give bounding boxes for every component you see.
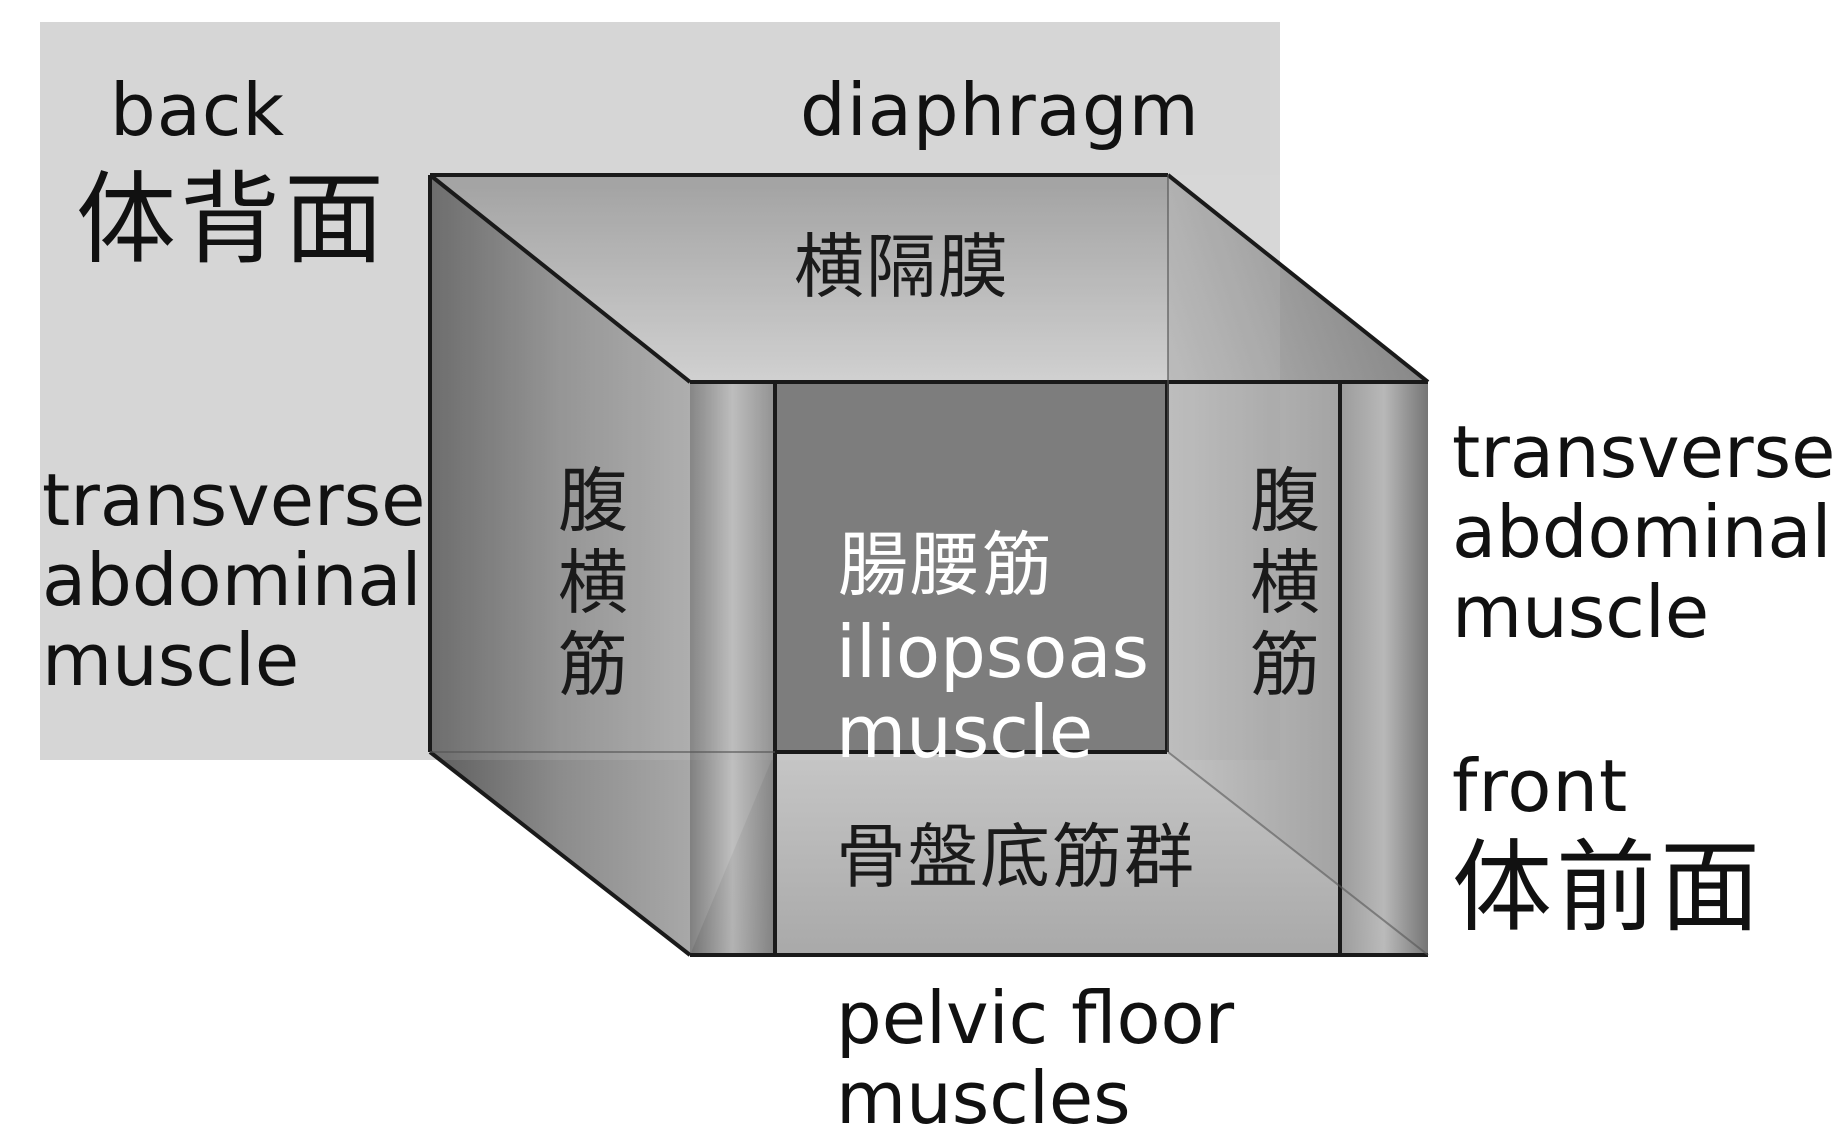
- left-transverse-line-3: muscle: [42, 618, 300, 702]
- front-label-jp: 体前面: [1452, 829, 1764, 946]
- diaphragm-label: diaphragm: [800, 68, 1200, 152]
- box-hidden-edges: [430, 175, 1429, 956]
- left-transverse-jp-2: 横: [558, 542, 628, 624]
- left-transverse-line-1: transverse: [42, 458, 426, 542]
- back-plane-overlay: [430, 175, 1280, 760]
- left-transverse-jp-1: 腹: [558, 460, 628, 542]
- right-transverse-line-3: muscle: [1452, 570, 1710, 654]
- right-transverse-jp-3: 筋: [1250, 624, 1320, 706]
- iliopsoas-label: iliopsoas muscle: [836, 612, 1149, 772]
- right-transverse-jp-2: 横: [1250, 542, 1320, 624]
- box-left-face: [430, 175, 690, 955]
- iliopsoas-line-2: muscle: [836, 690, 1094, 774]
- back-label-jp: 体背面: [76, 161, 388, 278]
- pelvic-floor-label-jp: 骨盤底筋群: [836, 816, 1196, 898]
- right-transverse-label-jp: 腹 横 筋: [1245, 460, 1325, 706]
- right-transverse-label: transverse abdominal muscle: [1452, 412, 1835, 652]
- right-transverse-jp-1: 腹: [1250, 460, 1320, 542]
- left-transverse-label: transverse abdominal muscle: [42, 460, 425, 700]
- front-right-strip: [1340, 382, 1428, 955]
- pelvic-floor-line-1: pelvic floor: [836, 976, 1235, 1060]
- right-transverse-line-2: abdominal: [1452, 490, 1832, 574]
- pelvic-floor-label: pelvic floor muscles: [836, 978, 1234, 1138]
- front-left-strip: [690, 382, 775, 955]
- back-label: back: [110, 68, 286, 152]
- iliopsoas-label-jp: 腸腰筋: [838, 524, 1054, 606]
- box-floor-face: [690, 752, 1428, 955]
- left-transverse-jp-3: 筋: [558, 624, 628, 706]
- right-transverse-line-1: transverse: [1452, 410, 1836, 494]
- left-transverse-line-2: abdominal: [42, 538, 422, 622]
- pelvic-floor-line-2: muscles: [836, 1056, 1131, 1140]
- iliopsoas-line-1: iliopsoas: [836, 610, 1149, 694]
- front-label: front: [1452, 744, 1629, 828]
- box-back-face: [775, 382, 1167, 752]
- left-transverse-label-jp: 腹 横 筋: [553, 460, 633, 706]
- diaphragm-label-jp: 横隔膜: [794, 226, 1010, 308]
